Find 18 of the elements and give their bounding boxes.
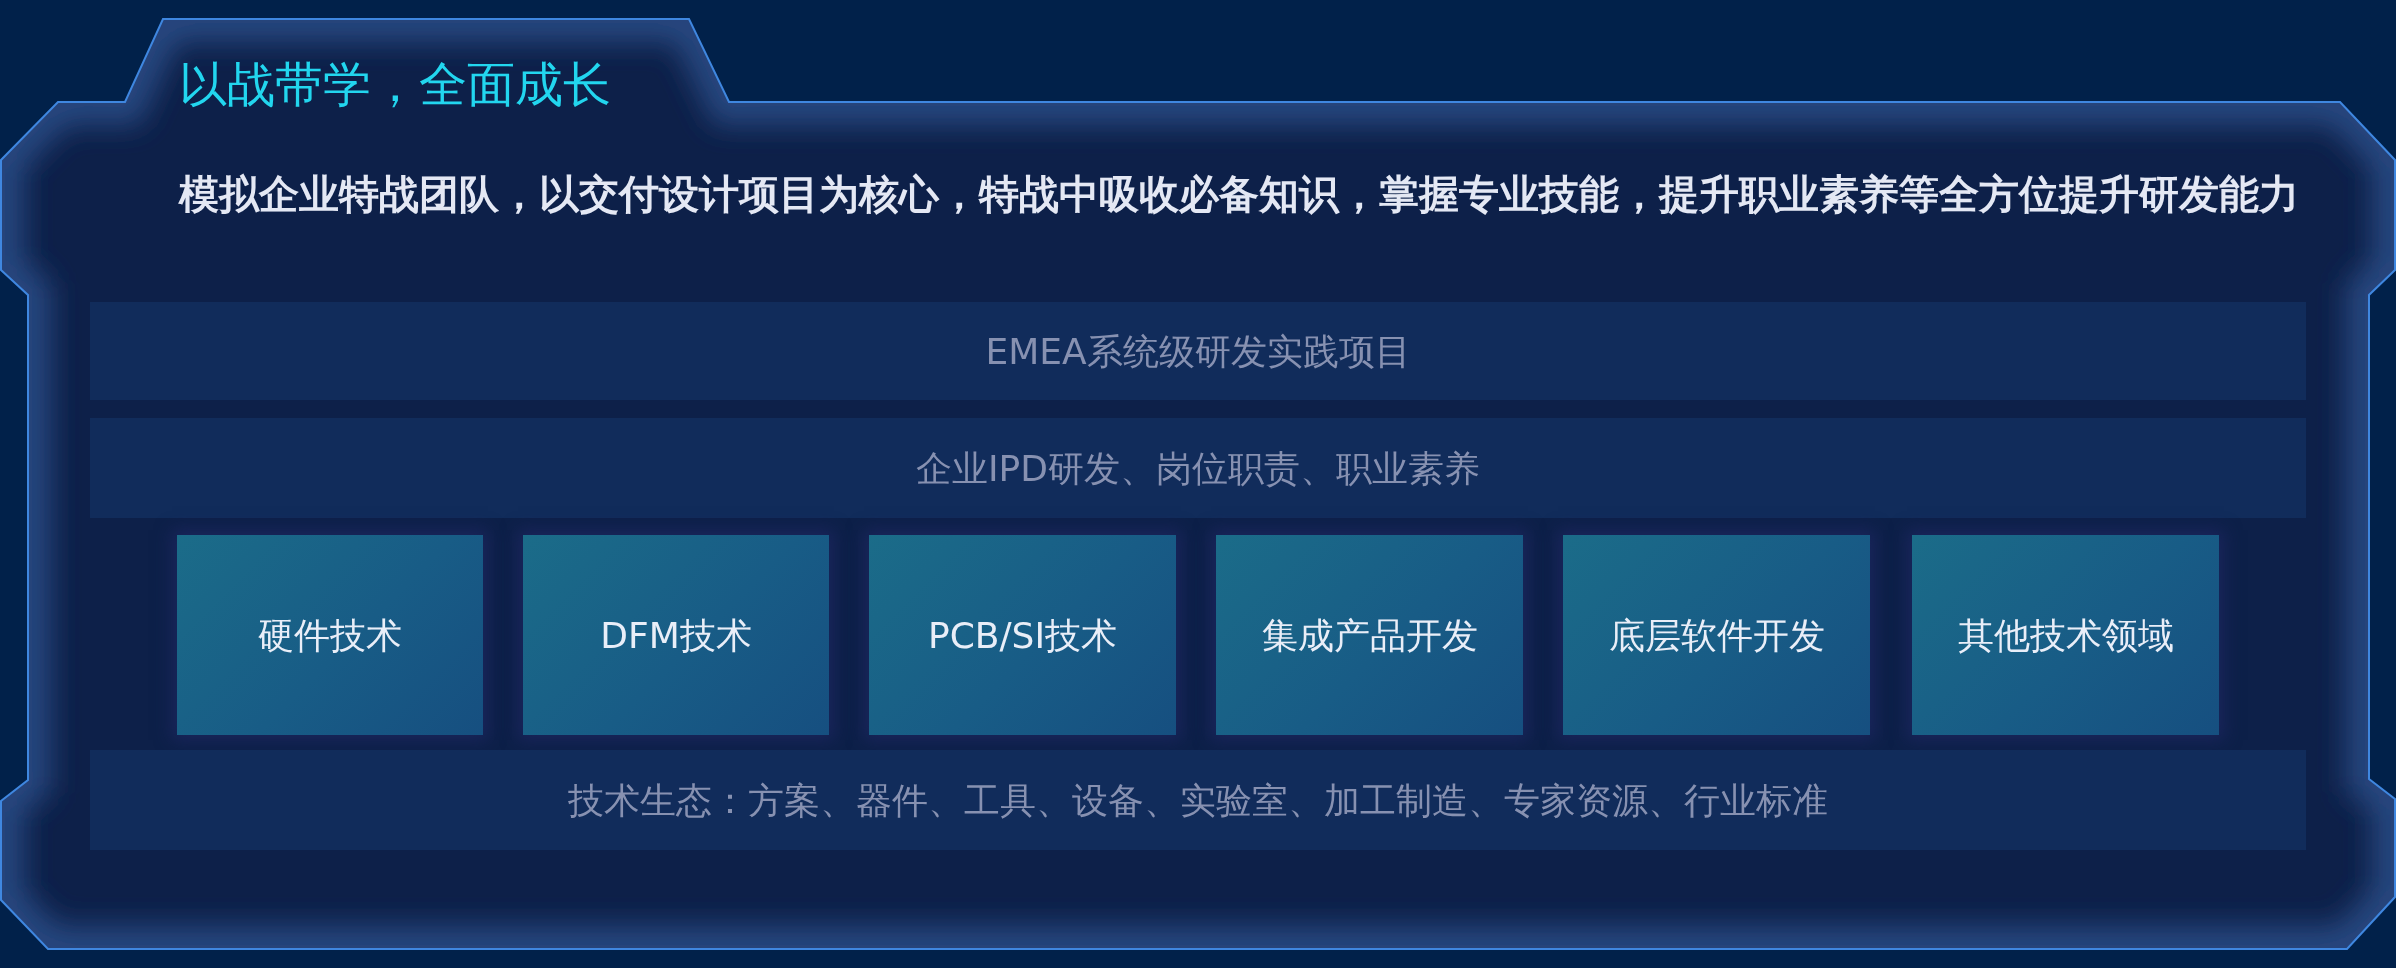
tabbed-panel (0, 19, 2396, 951)
panel-description: 模拟企业特战团队，以交付设计项目为核心，特战中吸收必备知识，掌握专业技能，提升职业素养等全方位提升研发能力 (179, 170, 2299, 219)
panel-title: 以战带学，全面成长 (179, 55, 611, 114)
domain-tile (523, 535, 829, 735)
tile-label: PCB/SI技术 (927, 613, 1118, 658)
domain-tile (1216, 535, 1523, 735)
band-label: 企业IPD研发、岗位职责、职业素养 (915, 446, 1480, 491)
tile-label: 底层软件开发 (1608, 613, 1825, 658)
domain-tile (177, 535, 483, 735)
domain-tile (1563, 535, 1870, 735)
band-label: 技术生态：方案、器件、工具、设备、实验室、加工制造、专家资源、行业标准 (568, 778, 1828, 823)
tile-label: 集成产品开发 (1261, 613, 1478, 658)
domain-tile (869, 535, 1176, 735)
tile-label: DFM技术 (600, 613, 752, 658)
tile-label: 其他技术领域 (1957, 613, 2174, 658)
domain-tile (1912, 535, 2219, 735)
band-label: EMEA系统级研发实践项目 (985, 329, 1411, 374)
tile-label: 硬件技术 (258, 613, 402, 658)
